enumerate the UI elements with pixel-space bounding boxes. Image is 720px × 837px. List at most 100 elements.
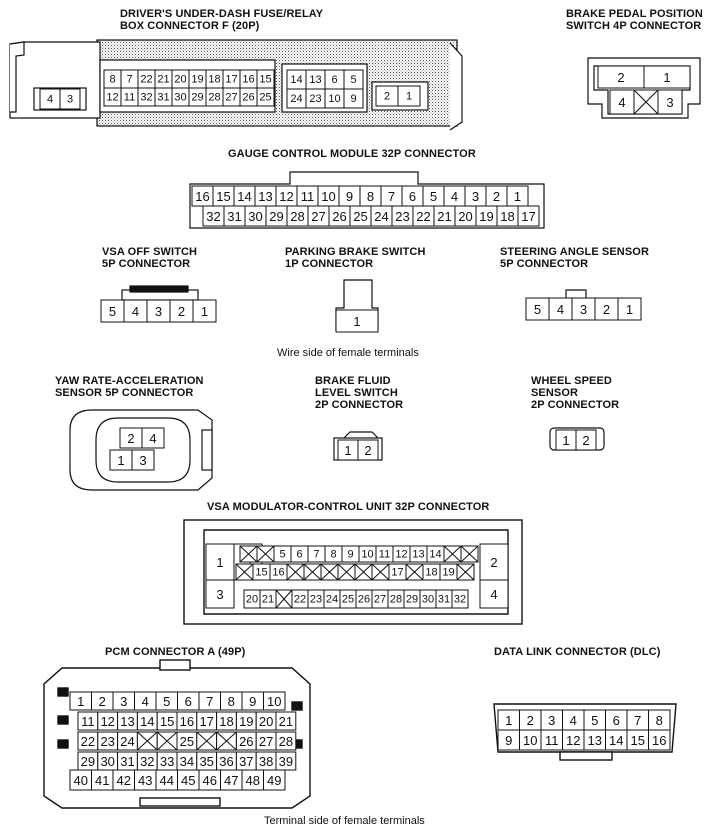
brake-fluid-label-line2: LEVEL SWITCH [315, 387, 398, 399]
fuse-mid-top-pin-0-label: 14 [290, 74, 302, 86]
steering-pin-2-label: 3 [580, 302, 587, 317]
pcm-row4-pin-10-label: 39 [279, 754, 293, 769]
dlc-bottom-pin-7-label: 16 [652, 733, 666, 748]
vsa-off-label-line2: 5P CONNECTOR [102, 258, 191, 270]
pcm-row5-pin-9-label: 49 [267, 773, 281, 788]
pcm-row2-pin-9-label: 20 [259, 714, 273, 729]
pcm-row1-pin-9-cell [263, 691, 286, 711]
gauge-top-pin-0-label: 16 [195, 189, 209, 204]
vsa-mod-row3-pin-7-label: 26 [358, 594, 370, 606]
fuse-box-label-line1: DRIVER'S UNDER-DASH FUSE/RELAY [120, 8, 324, 20]
pcm-row5-pin-5-label: 45 [181, 773, 195, 788]
fuse-mid-bottom-pin-1-label: 23 [309, 93, 321, 105]
pcm-row4-pin-5-label: 34 [180, 754, 194, 769]
fuse-main-bottom-pin-6-label: 28 [208, 92, 220, 104]
pcm-row2-pin-6-label: 17 [199, 714, 213, 729]
gauge-top-pin-11-label: 5 [430, 189, 437, 204]
pcm-row4-pin-7-label: 36 [219, 754, 233, 769]
dlc-top-pin-1-label: 2 [527, 713, 534, 728]
wheel-speed-label: WHEEL SPEED SENSOR 2P CONNECTOR [531, 375, 619, 411]
wheel-speed-pin-1-cell [575, 429, 597, 451]
vsa-mod-left-pin-0-cell [205, 543, 235, 581]
pcm-row2-pin-10-label: 21 [279, 714, 293, 729]
fuse-main-bottom-pin-3-label: 31 [157, 92, 169, 104]
vsa-mod-left-pin-1-cell [205, 579, 235, 609]
vsa-mod-row2-pin-4-blank-mark [303, 563, 322, 581]
pcm-row2-pin-5-label: 16 [180, 714, 194, 729]
pcm-row4-pin-0-label: 29 [81, 754, 95, 769]
fuse-right-pin-1-cell [397, 85, 421, 107]
gauge-top-pin-2-label: 14 [237, 189, 251, 204]
pcm-row5-pin-4-label: 44 [160, 773, 174, 788]
dlc-top-pin-4-label: 5 [591, 713, 598, 728]
vsa-off-pin-2-label: 3 [155, 304, 162, 319]
pcm-row4-pin-2-label: 31 [120, 754, 134, 769]
fuse-main-top-pin-1-label: 7 [126, 74, 132, 86]
fuse-main-bottom-pin-0-label: 12 [106, 92, 118, 104]
brake-pedal-bottom-pin-0-label: 4 [618, 95, 625, 110]
dlc-top-pin-3-label: 4 [570, 713, 577, 728]
dlc-top-pin-6-label: 7 [634, 713, 641, 728]
parking-pin-0-cell [335, 309, 379, 333]
fuse-main-bottom-pin-4-label: 30 [174, 92, 186, 104]
gauge-bottom-pin-2-label: 30 [248, 209, 262, 224]
vsa-off-label: VSA OFF SWITCH 5P CONNECTOR [102, 246, 197, 270]
parking-brake-label: PARKING BRAKE SWITCH 1P CONNECTOR [285, 246, 426, 270]
gauge-bottom-pin-13-label: 19 [479, 209, 493, 224]
pcm-row2-pin-4-label: 15 [160, 714, 174, 729]
vsa-mod-row3-pin-8-label: 27 [374, 594, 386, 606]
fuse-main-bottom-pin-5-label: 29 [191, 92, 203, 104]
vsa-mod-row2-pin-6-blank-mark [337, 563, 356, 581]
pcm-row3-pin-7-blank-mark [216, 731, 237, 751]
parking-pin-0-label: 1 [353, 314, 360, 329]
pcm-row3-pin-3-blank-mark [137, 731, 158, 751]
fuse-mid-bottom-pin-3-label: 9 [350, 93, 356, 105]
vsa-mod-row2-pin-5-blank-mark [320, 563, 339, 581]
vsa-mod-row1-pin-11-label: 14 [429, 549, 441, 561]
vsa-mod-row3-pin-2-blank-mark [275, 589, 293, 609]
pcm-row1-pin-9-label: 10 [267, 694, 281, 709]
pcm-row1-pin-4-label: 5 [163, 694, 170, 709]
pcm-row3-pin-10-label: 28 [279, 734, 293, 749]
vsa-mod-row3-pin-0-label: 20 [246, 594, 258, 606]
pcm-row4-pin-8-label: 37 [239, 754, 253, 769]
brake-fluid-label-line3: 2P CONNECTOR [315, 399, 404, 411]
vsa-mod-right-pin-1-cell [479, 579, 509, 609]
brake-pedal-top-pin-1-label: 1 [663, 70, 670, 85]
fuse-mid-bottom-pin-3-cell [343, 88, 364, 109]
steering-pin-3-label: 2 [603, 302, 610, 317]
gauge-bottom-pin-8-label: 24 [374, 209, 388, 224]
brake-pedal-bottom-pin-2-label: 3 [666, 95, 673, 110]
gauge-bottom-pin-5-label: 27 [311, 209, 325, 224]
vsa-mod-row2-pin-9-label: 17 [391, 567, 403, 579]
vsa-mod-row3-pin-9-label: 28 [390, 594, 402, 606]
fuse-left-pin-1-label: 3 [67, 94, 73, 106]
vsa-mod-row2-pin-0-blank-mark [235, 563, 254, 581]
yaw-top-pin-1-cell [141, 427, 165, 449]
gauge-bottom-pin-15-cell [517, 205, 540, 227]
parking-brake-label-line1: PARKING BRAKE SWITCH [285, 246, 426, 258]
pcm-row2-pin-7-label: 18 [219, 714, 233, 729]
vsa-mod-row2-pin-1-label: 15 [255, 567, 267, 579]
pcm-row3-pin-0-label: 22 [81, 734, 95, 749]
vsa-mod-row2-pin-3-blank-mark [286, 563, 305, 581]
gauge-bottom-pin-15-label: 17 [521, 209, 535, 224]
brake-pedal-top-pin-1-cell [643, 65, 691, 89]
pcm-row3-pin-10-cell [275, 731, 297, 751]
fuse-mid-bottom-pin-2-label: 10 [328, 93, 340, 105]
vsa-off-label-line1: VSA OFF SWITCH [102, 246, 198, 258]
gauge-top-pin-12-label: 4 [451, 189, 458, 204]
gauge-label: GAUGE CONTROL MODULE 32P CONNECTOR [228, 148, 476, 160]
pcm-row2-pin-8-label: 19 [239, 714, 253, 729]
vsa-mod-right-pin-0-label: 2 [490, 555, 497, 570]
pcm-row1-pin-8-label: 9 [249, 694, 256, 709]
vsa-mod-row1-pin-8-label: 11 [379, 549, 390, 561]
fuse-box-label-line2: BOX CONNECTOR F (20P) [120, 20, 260, 32]
pcm-row5-pin-8-label: 48 [246, 773, 260, 788]
dlc-label: DATA LINK CONNECTOR (DLC) [494, 646, 661, 658]
fuse-left-pin-1-cell [59, 88, 81, 110]
steering-angle-label: STEERING ANGLE SENSOR 5P CONNECTOR [500, 246, 649, 270]
gauge-bottom-pin-0-label: 32 [206, 209, 220, 224]
vsa-mod-row2-pin-7-blank-mark [354, 563, 373, 581]
